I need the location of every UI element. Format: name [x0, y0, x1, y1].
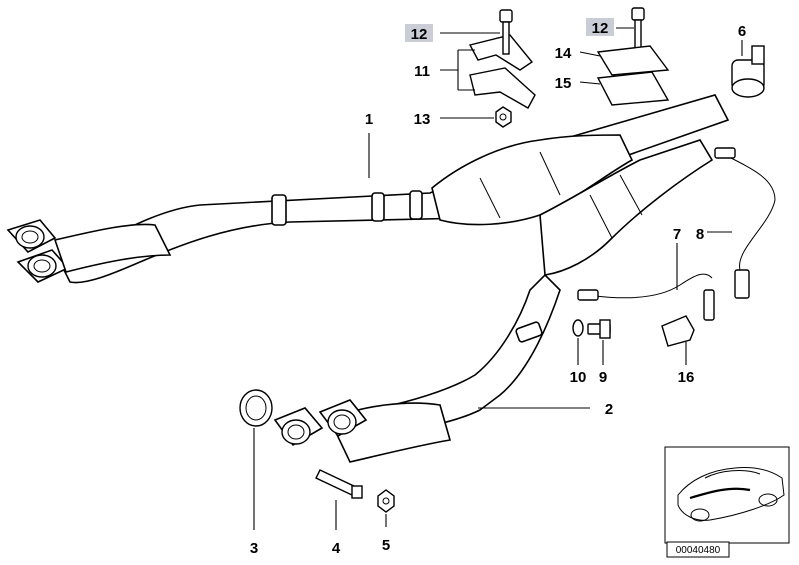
callout-15: 15: [555, 75, 572, 92]
callout-8: 8: [696, 226, 704, 243]
callout-12b: 12: [592, 20, 609, 37]
front-pipe-catalytic-converter-1[interactable]: [6, 94, 730, 284]
callout-2: 2: [605, 401, 613, 418]
callout-9: 9: [599, 369, 607, 386]
callout-3: 3: [250, 540, 258, 557]
stud-bolt-4[interactable]: [315, 469, 363, 499]
bolt-12b[interactable]: [631, 7, 645, 49]
vehicle-location-inset: 00040480: [664, 446, 790, 558]
bracket-11[interactable]: [468, 34, 536, 109]
callout-13: 13: [414, 111, 431, 128]
callout-11: 11: [414, 63, 430, 80]
callout-6: 6: [738, 23, 746, 40]
leader-lines: [253, 27, 743, 530]
callout-labels: 1 2 3 4 5 6 7 8 9 10 11 12 12 13 14 15 1…: [250, 18, 746, 557]
callout-14: 14: [555, 45, 572, 62]
oxygen-sensor-7[interactable]: [577, 273, 715, 321]
callout-5: 5: [382, 537, 390, 554]
callout-1: 1: [365, 111, 373, 128]
gasket-ring-3[interactable]: [239, 389, 273, 427]
heat-shield-clip-16[interactable]: [661, 315, 695, 347]
car-outline-icon: [677, 467, 785, 522]
rear-pipe-catalytic-converter-2[interactable]: [273, 139, 714, 463]
nut-5[interactable]: [377, 489, 395, 513]
callout-12a: 12: [411, 26, 428, 43]
reference-code-box: [666, 541, 730, 558]
bolt-12a[interactable]: [499, 9, 513, 55]
nut-13[interactable]: [495, 106, 512, 128]
callout-16: 16: [678, 369, 695, 386]
callout-4: 4: [332, 540, 341, 557]
clamp-6[interactable]: [731, 45, 765, 98]
oxygen-sensor-8[interactable]: [714, 147, 776, 299]
callout-12b-highlight: [586, 18, 614, 36]
inset-frame: [664, 446, 790, 544]
washer-10[interactable]: [572, 319, 584, 337]
clamp-half-14[interactable]: [596, 45, 670, 76]
reference-code: 00040480: [676, 545, 721, 556]
bolt-9[interactable]: [587, 319, 611, 339]
callout-10: 10: [570, 369, 587, 386]
clamp-half-15[interactable]: [596, 71, 670, 106]
callout-7: 7: [673, 226, 681, 243]
callout-12a-highlight: [405, 24, 433, 42]
